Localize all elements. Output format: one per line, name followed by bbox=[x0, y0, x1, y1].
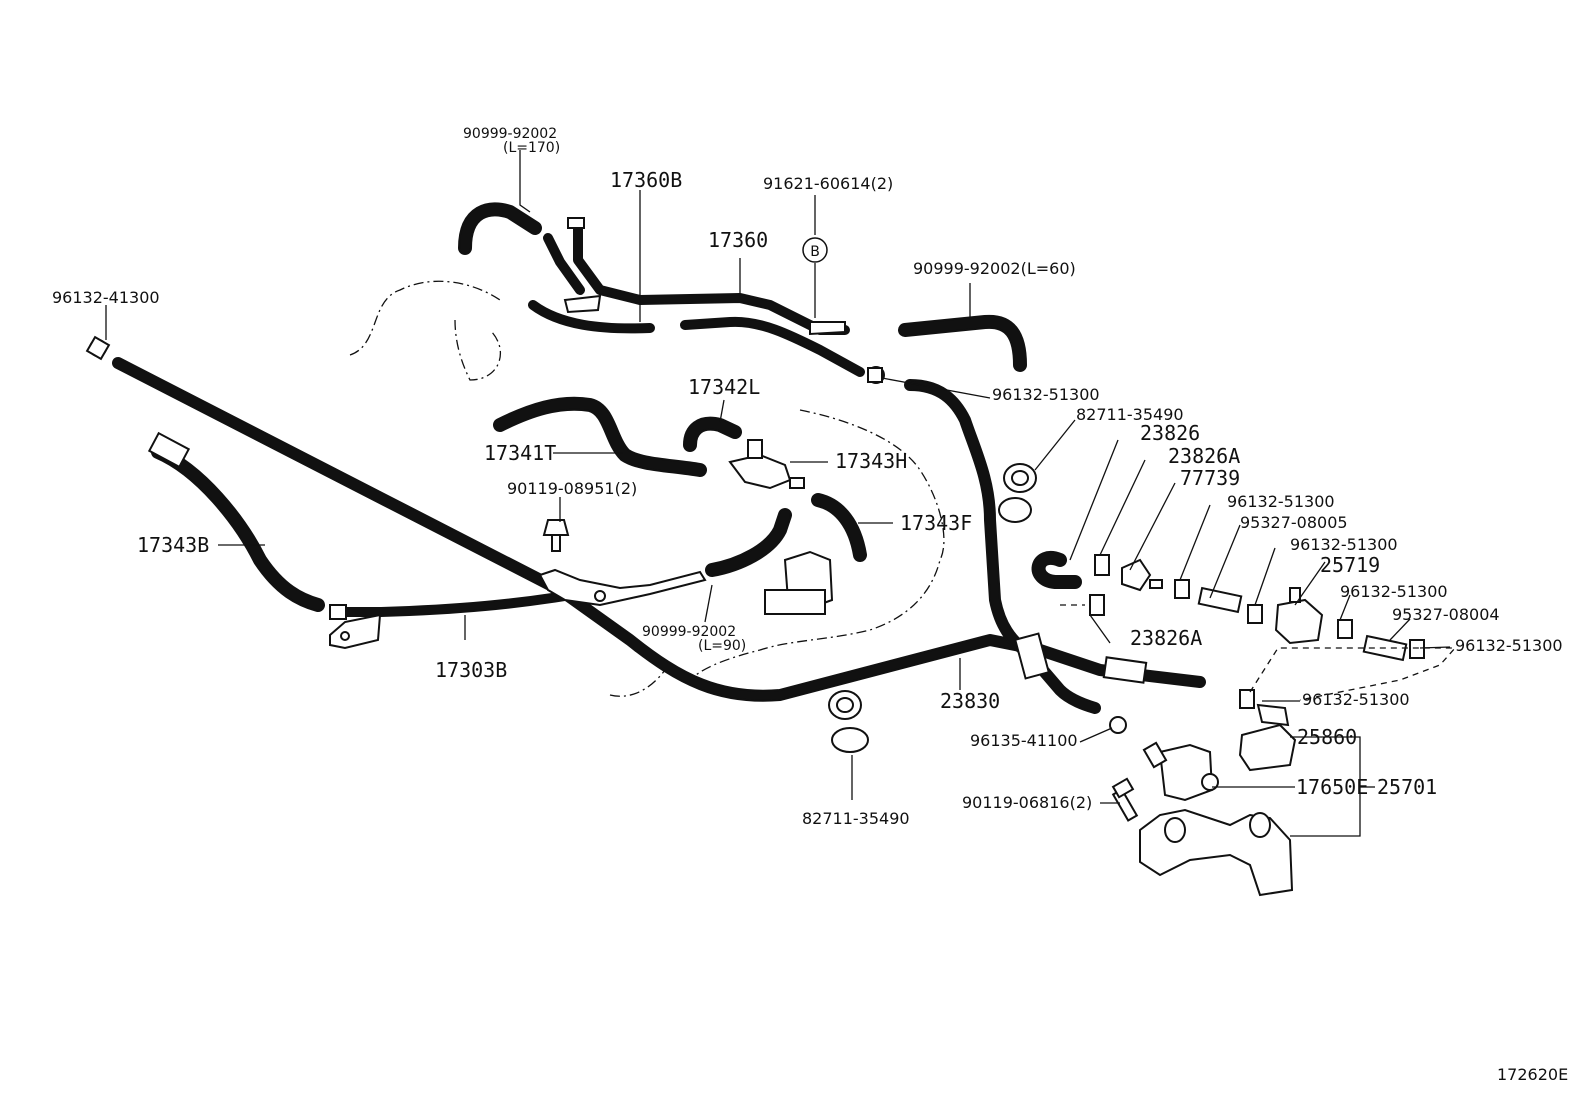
sensor-17650E bbox=[1142, 741, 1219, 802]
sensor-25860 bbox=[1238, 723, 1297, 772]
label-25701: 25701 bbox=[1377, 775, 1437, 799]
label-17341T: 17341T bbox=[484, 441, 556, 465]
label-95327-08004: 95327-08004 bbox=[1392, 605, 1500, 624]
clamp-96132-51300-f bbox=[1239, 689, 1290, 727]
hose-17341T bbox=[493, 396, 707, 477]
label-17343B: 17343B bbox=[137, 533, 209, 557]
hose-17343B bbox=[147, 431, 325, 612]
label-96132-51300-a: 96132-51300 bbox=[992, 385, 1100, 404]
vsv-25719 bbox=[1274, 587, 1324, 645]
label-23830: 23830 bbox=[940, 689, 1000, 713]
label-17360B: 17360B bbox=[610, 168, 682, 192]
label-90119-08951: 90119-08951(2) bbox=[507, 479, 637, 498]
phantom-engine-outline-left bbox=[349, 280, 666, 697]
label-23826: 23826 bbox=[1140, 421, 1200, 445]
hose-17343F bbox=[811, 493, 867, 562]
label-96132-51300-e: 96132-51300 bbox=[1455, 636, 1563, 655]
pipe-17360 bbox=[528, 217, 865, 377]
dashed-link-lines bbox=[1060, 604, 1457, 701]
hose-23826 bbox=[1031, 551, 1082, 589]
hose-90999-92002-l170 bbox=[458, 202, 542, 255]
label-17343F: 17343F bbox=[900, 511, 972, 535]
label-96132-41300: 96132-41300 bbox=[52, 288, 160, 307]
label-96132-51300-d: 96132-51300 bbox=[1340, 582, 1448, 601]
label-90999-92002-top: 90999-92002 bbox=[463, 126, 557, 142]
label-90999-92002-l90-length: (L=90) bbox=[698, 638, 746, 654]
diagram-id: 172620E bbox=[1497, 1065, 1568, 1084]
label-95327-08005: 95327-08005 bbox=[1240, 513, 1348, 532]
label-25860: 25860 bbox=[1297, 725, 1357, 749]
label-90999-92002-top-length: (L=170) bbox=[503, 140, 560, 156]
label-77739: 77739 bbox=[1180, 466, 1240, 490]
bracket-vsv-left bbox=[538, 568, 707, 607]
clamp-23826A-bottom bbox=[1089, 594, 1105, 616]
clamp-96132-51300-b bbox=[1174, 579, 1190, 599]
label-96132-51300-c: 96132-51300 bbox=[1290, 535, 1398, 554]
clamp-23826A-top bbox=[1094, 554, 1110, 576]
label-23826A-top: 23826A bbox=[1168, 444, 1240, 468]
hose-17342L bbox=[683, 416, 742, 452]
clamp-96132-41300 bbox=[85, 335, 111, 361]
label-25719: 25719 bbox=[1320, 553, 1380, 577]
clamp-96132-51300-d bbox=[1337, 619, 1353, 639]
hose-90999-92002-l60 bbox=[898, 314, 1027, 372]
label-82711-35490-a: 82711-35490 bbox=[1076, 405, 1184, 424]
filter-77739 bbox=[1121, 558, 1163, 592]
leader-lines bbox=[105, 150, 1451, 837]
label-17342L: 17342L bbox=[688, 375, 760, 399]
hose-95327-08005 bbox=[1197, 586, 1243, 614]
label-17360: 17360 bbox=[708, 228, 768, 252]
label-17650E: 17650E bbox=[1296, 775, 1368, 799]
marker-b-label: B bbox=[810, 244, 820, 260]
clamp-96132-51300-c bbox=[1247, 604, 1263, 624]
label-96135-41100: 96135-41100 bbox=[970, 731, 1078, 750]
phantom-engine-outline-right bbox=[689, 409, 945, 681]
label-96132-51300-f: 96132-51300 bbox=[1302, 690, 1410, 709]
hose-90999-92002-l90 bbox=[705, 508, 792, 577]
bolt-90119-08951 bbox=[542, 519, 570, 552]
label-96132-51300-b: 96132-51300 bbox=[1227, 492, 1335, 511]
label-17343H: 17343H bbox=[835, 449, 907, 473]
label-82711-35490-b: 82711-35490 bbox=[802, 809, 910, 828]
label-90999-92002-l90: 90999-92002 bbox=[642, 624, 736, 640]
label-90119-06816: 90119-06816(2) bbox=[962, 793, 1092, 812]
label-17303B: 17303B bbox=[435, 658, 507, 682]
valve-under-hose bbox=[764, 550, 834, 615]
bracket-25701 bbox=[1139, 808, 1294, 897]
label-91621-60614: 91621-60614(2) bbox=[763, 174, 893, 193]
clamp-96132-51300-top bbox=[867, 366, 885, 384]
clip-82711-35490-lower bbox=[828, 690, 869, 753]
bolt-90119-06816 bbox=[1111, 777, 1139, 822]
label-90999-92002-l60: 90999-92002(L=60) bbox=[913, 259, 1076, 278]
label-23826A-bottom: 23826A bbox=[1130, 626, 1202, 650]
clamp-96132-51300-e bbox=[1409, 639, 1425, 659]
marker-b-circle bbox=[802, 237, 828, 263]
fitting-17343H bbox=[728, 439, 805, 490]
clamp-96135-41100 bbox=[1109, 716, 1127, 734]
clip-82711-35490-upper bbox=[998, 463, 1037, 523]
tube-23830 bbox=[112, 357, 1206, 714]
